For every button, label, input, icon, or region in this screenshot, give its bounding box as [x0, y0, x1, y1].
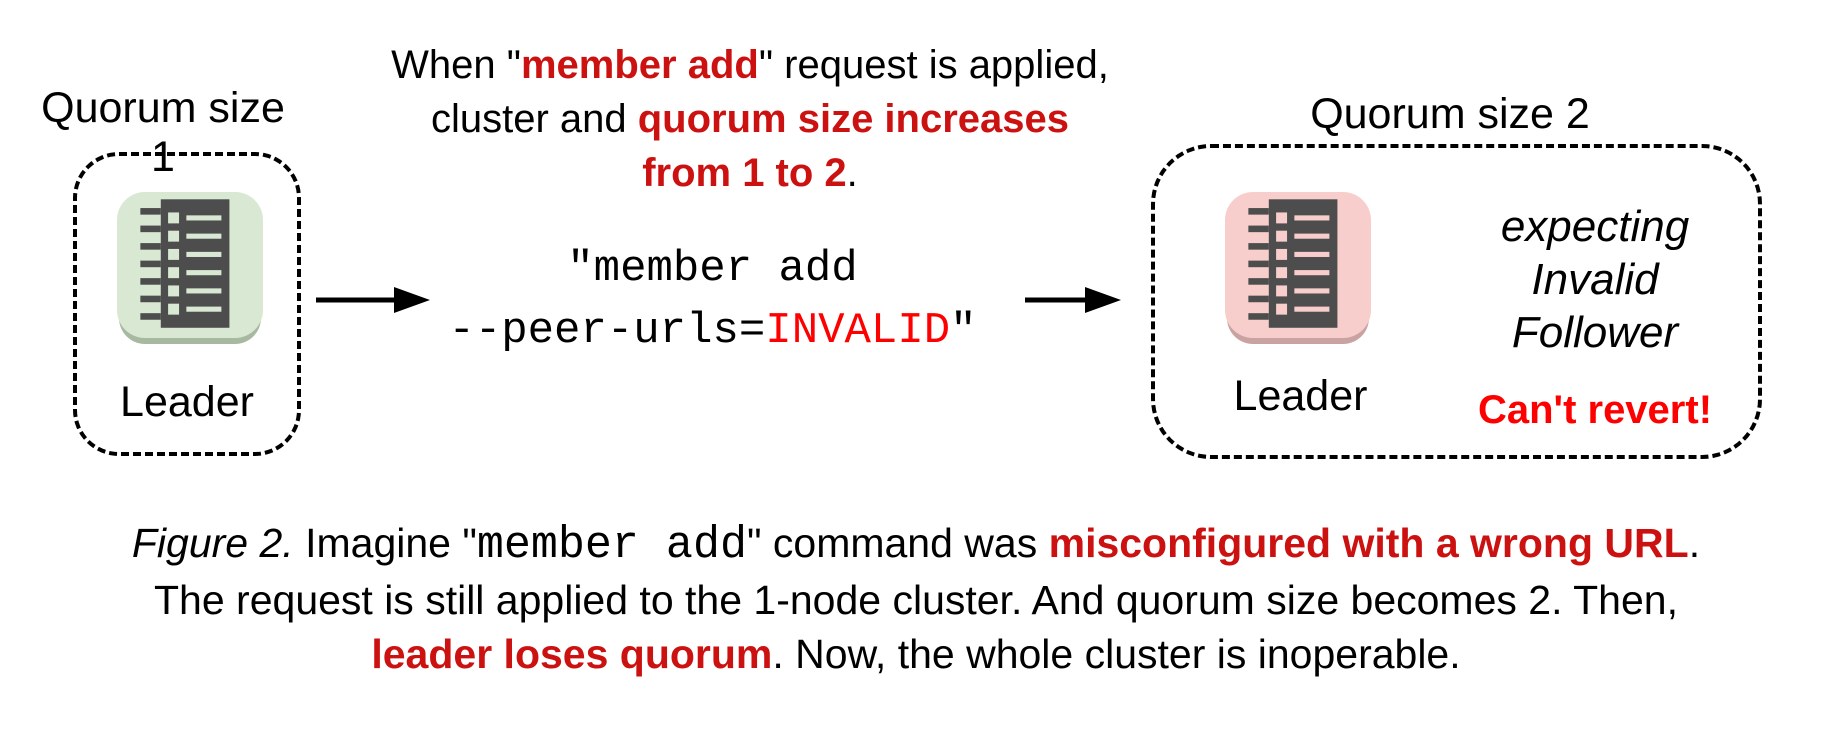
note-emphasis: member add — [520, 43, 759, 87]
caption-text: . — [1688, 520, 1701, 566]
leader-label: Leader — [1233, 372, 1368, 420]
command-text: --peer-urls= — [448, 306, 766, 356]
left-cluster-title: Quorum size 1 — [41, 84, 285, 181]
caption-line-3: leader loses quorum. Now, the whole clus… — [0, 627, 1832, 681]
note-text: cluster and — [430, 97, 638, 141]
note-text: When " — [391, 43, 521, 87]
leader-label: Leader — [120, 378, 254, 426]
caption-code: member add — [476, 520, 747, 571]
figure-caption: Figure 2. Imagine "member add" command w… — [0, 516, 1832, 681]
caption-text: . Now, the whole cluster is inoperable. — [772, 631, 1461, 677]
command-line-1: "member add — [567, 244, 858, 294]
note-emphasis: from 1 to 2 — [642, 151, 847, 195]
cant-revert-warning: Can't revert! — [1477, 388, 1713, 432]
right-cluster-title: Quorum size 2 — [1310, 90, 1590, 138]
arrow-right-icon — [316, 287, 430, 313]
command-invalid-value: INVALID — [765, 306, 951, 356]
note-emphasis: quorum size increases — [637, 97, 1070, 141]
note-line-1: When "member add" request is applied, — [390, 38, 1110, 92]
command-line-2: --peer-urls=INVALID" — [405, 300, 1020, 362]
caption-emphasis: leader loses quorum — [371, 631, 773, 677]
expecting-line: Invalid — [1531, 255, 1659, 304]
caption-emphasis: misconfigured with a wrong URL — [1048, 520, 1689, 566]
caption-text: Imagine " — [293, 520, 477, 566]
left-cluster-box: Leader — [73, 152, 301, 456]
caption-line-2: The request is still applied to the 1-no… — [154, 577, 1678, 623]
right-cluster-box: Leader expecting Invalid Follower Can't … — [1151, 144, 1762, 459]
expecting-line: Follower — [1511, 308, 1679, 357]
caption-text: " command was — [746, 520, 1049, 566]
note-line-2: cluster and quorum size increases — [390, 92, 1110, 146]
server-icon — [1225, 192, 1371, 338]
note-line-3: from 1 to 2. — [390, 146, 1110, 200]
figure-number-label: Figure 2. — [131, 520, 294, 566]
member-add-command: "member add --peer-urls=INVALID" — [405, 238, 1020, 362]
expecting-line: expecting — [1500, 202, 1690, 251]
command-text: " — [950, 306, 977, 356]
member-add-note: When "member add" request is applied, cl… — [390, 38, 1110, 200]
note-text: . — [846, 151, 858, 195]
arrow-right-icon — [1025, 287, 1121, 313]
server-icon — [117, 192, 263, 338]
expecting-invalid-follower-text: expecting Invalid Follower — [1430, 200, 1760, 359]
caption-line-1: Figure 2. Imagine "member add" command w… — [0, 516, 1832, 573]
note-text: " request is applied, — [758, 43, 1109, 87]
